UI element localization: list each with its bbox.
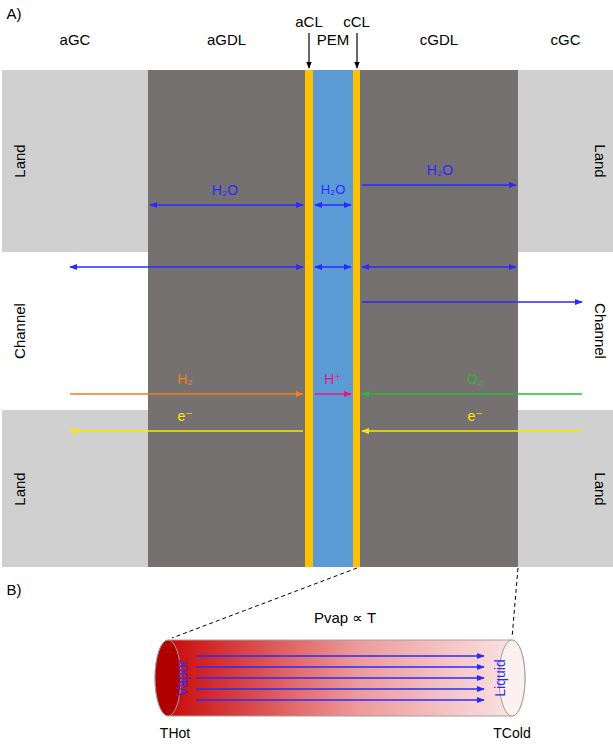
region-label: Land: [11, 472, 28, 505]
pointer-line: [356, 33, 357, 68]
land-region: Land: [518, 410, 613, 567]
zoom-line: [172, 568, 357, 638]
panel-letter: B): [7, 581, 22, 598]
layer-label: aGDL: [207, 31, 246, 48]
region-label: Channel: [11, 303, 28, 359]
region-label: Channel: [591, 303, 608, 359]
species-label: O₂: [467, 371, 483, 387]
region-label: Land: [591, 144, 608, 177]
electron-arrow: [70, 430, 303, 432]
channel-region: Channel: [2, 252, 148, 410]
species-label: e⁻: [467, 408, 482, 424]
catalyst-layer: aCL: [305, 70, 313, 567]
gas-channel-layer: LandChannelLandcGC: [518, 70, 613, 567]
pore-body: [155, 640, 525, 716]
land-region: Land: [2, 410, 148, 567]
gas-diffusion-layer: aGDL: [148, 70, 305, 567]
species-label: e⁻: [177, 408, 192, 424]
layer-label: cCL: [343, 13, 370, 30]
layer-label: cGC: [551, 31, 581, 48]
pressure-label: Pvap ∝ T: [314, 609, 376, 626]
species-label: H₂: [177, 371, 193, 387]
electron-arrow: [362, 430, 582, 432]
zoom-line: [512, 568, 518, 638]
land-region: Land: [518, 70, 613, 252]
gas-channel-layer: LandChannelLandaGC: [2, 70, 148, 567]
layer-label: aCL: [295, 13, 323, 30]
land-region: Land: [2, 70, 148, 252]
temperature-label: TCold: [493, 725, 530, 741]
species-label: H₂O: [212, 182, 238, 198]
phase-label: Liquid: [492, 659, 508, 696]
vapor-arrows: [196, 656, 484, 700]
gas-diffusion-layer: cGDL: [360, 70, 518, 567]
channel-region: Channel: [518, 252, 613, 410]
pointer-line: [308, 33, 309, 68]
pore-cylinder: Vapor Liquid: [150, 636, 530, 720]
region-label: Land: [11, 144, 28, 177]
membrane-layer: PEM: [313, 70, 353, 567]
temperature-label: THot: [160, 725, 190, 741]
layer-label: cGDL: [420, 31, 458, 48]
phase-label: Vapor: [174, 660, 190, 696]
layer-label: aGC: [60, 31, 91, 48]
layer-label: PEM: [317, 31, 350, 48]
region-label: Land: [591, 472, 608, 505]
panel-letter: A): [7, 5, 22, 22]
pore-cylinder-outline: [150, 636, 530, 720]
species-label: H₂O: [427, 162, 453, 178]
species-label: H₂O: [321, 183, 346, 198]
oxygen-arrow: [362, 393, 582, 395]
catalyst-layer: cCL: [353, 70, 360, 567]
proton-arrow: [315, 393, 351, 395]
water-arrows: [70, 185, 582, 302]
species-label: H⁺: [324, 371, 342, 387]
hydrogen-arrow: [70, 393, 303, 395]
